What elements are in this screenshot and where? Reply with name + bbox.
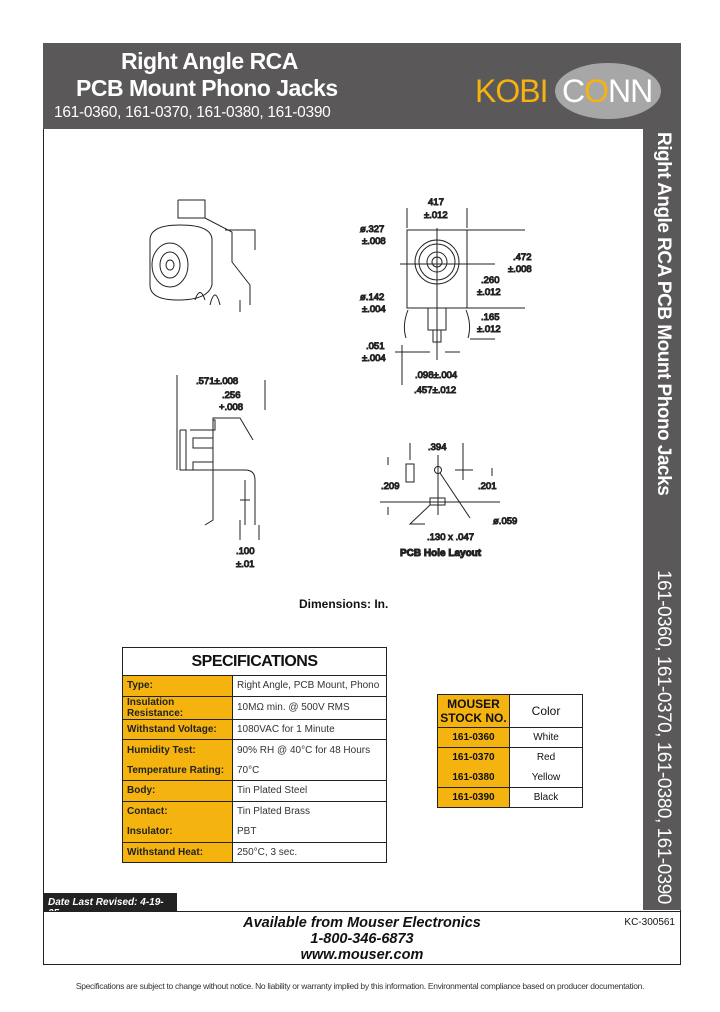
table-row: Insulator:PBT — [122, 821, 387, 842]
technical-drawings: 417 ±.012 ø.327 ±.008 ø.142 ±.004 .472 ±… — [149, 197, 532, 571]
dim-098: .098±.004 — [415, 370, 457, 381]
side-parts: 161-0360, 161-0370, 161-0380, 161-0390 — [653, 570, 674, 904]
dim-256: .256 — [222, 390, 241, 401]
dim-260-tol: ±.012 — [477, 287, 501, 298]
footer-line1: Available from Mouser Electronics — [243, 915, 481, 931]
part-numbers: 161-0360, 161-0370, 161-0380, 161-0390 — [54, 104, 331, 121]
stock-header: MOUSER STOCK NO. — [437, 694, 510, 728]
dim-165: .165 — [481, 312, 500, 323]
specifications-table: SPECIFICATIONS Type:Right Angle, PCB Mou… — [122, 647, 387, 863]
side-title: Right Angle RCA PCB Mount Phono Jacks — [653, 132, 674, 496]
color-header: Color — [509, 694, 583, 728]
footer-phone: 1-800-346-6873 — [310, 931, 414, 947]
dim-100: .100 — [236, 546, 255, 557]
front-view — [395, 208, 525, 385]
dim-130: .130 x .047 — [427, 532, 474, 543]
dim-394: .394 — [428, 442, 447, 453]
footer-website[interactable]: www.mouser.com — [300, 947, 424, 963]
table-row: Body:Tin Plated Steel — [122, 780, 387, 801]
dim-142: ø.142 — [360, 292, 384, 303]
table-row: Withstand Heat:250°C, 3 sec. — [122, 841, 387, 863]
hole-layout-caption: PCB Hole Layout — [400, 548, 482, 559]
table-row: Contact:Tin Plated Brass — [122, 800, 387, 822]
table-row: Insulation Resistance:10MΩ min. @ 500V R… — [122, 695, 387, 719]
table-row: Temperature Rating:70°C — [122, 760, 387, 781]
dim-059: ø.059 — [493, 516, 517, 527]
dim-201: .201 — [478, 481, 497, 492]
pcb-hole-layout — [380, 443, 500, 525]
date-revised: Date Last Revised: 4-19-05 — [43, 893, 177, 919]
disclaimer: Specifications are subject to change wit… — [75, 981, 645, 991]
header: Right Angle RCA PCB Mount Phono Jacks 16… — [43, 43, 681, 129]
dim-571: .571±.008 — [196, 376, 238, 387]
dim-051: .051 — [366, 341, 385, 352]
dim-457: .457±.012 — [414, 385, 456, 396]
dim-327-tol: ±.008 — [362, 236, 386, 247]
side-view — [176, 375, 266, 540]
footer: Available from Mouser Electronics 1-800-… — [43, 911, 681, 965]
dim-142-tol: ±.004 — [362, 304, 386, 315]
side-banner: Right Angle RCA PCB Mount Phono Jacks 16… — [643, 128, 681, 910]
title-line1: Right Angle RCA — [121, 48, 298, 74]
dim-472-tol: ±.008 — [508, 264, 532, 275]
title-line2: PCB Mount Phono Jacks — [76, 75, 338, 101]
dim-417-tol: ±.012 — [424, 210, 448, 221]
dim-417: 417 — [428, 197, 444, 208]
dim-256-tol: +.008 — [219, 402, 243, 413]
specs-title: SPECIFICATIONS — [122, 647, 387, 676]
dim-472: .472 — [513, 252, 532, 263]
dim-100-tol: ±.01 — [236, 559, 254, 570]
table-row: Type:Right Angle, PCB Mount, Phono — [122, 675, 387, 696]
table-row: Humidity Test:90% RH @ 40°C for 48 Hours — [122, 739, 387, 760]
dimensions-units: Dimensions: In. — [299, 597, 389, 611]
dim-209: .209 — [381, 481, 400, 492]
table-row: Withstand Voltage:1080VAC for 1 Minute — [122, 718, 387, 740]
dim-051-tol: ±.004 — [362, 353, 386, 364]
dim-327: ø.327 — [360, 224, 384, 235]
isometric-view — [149, 199, 256, 312]
dim-165-tol: ±.012 — [477, 324, 501, 335]
document-code: KC-300561 — [624, 917, 675, 928]
dim-260: .260 — [481, 275, 500, 286]
